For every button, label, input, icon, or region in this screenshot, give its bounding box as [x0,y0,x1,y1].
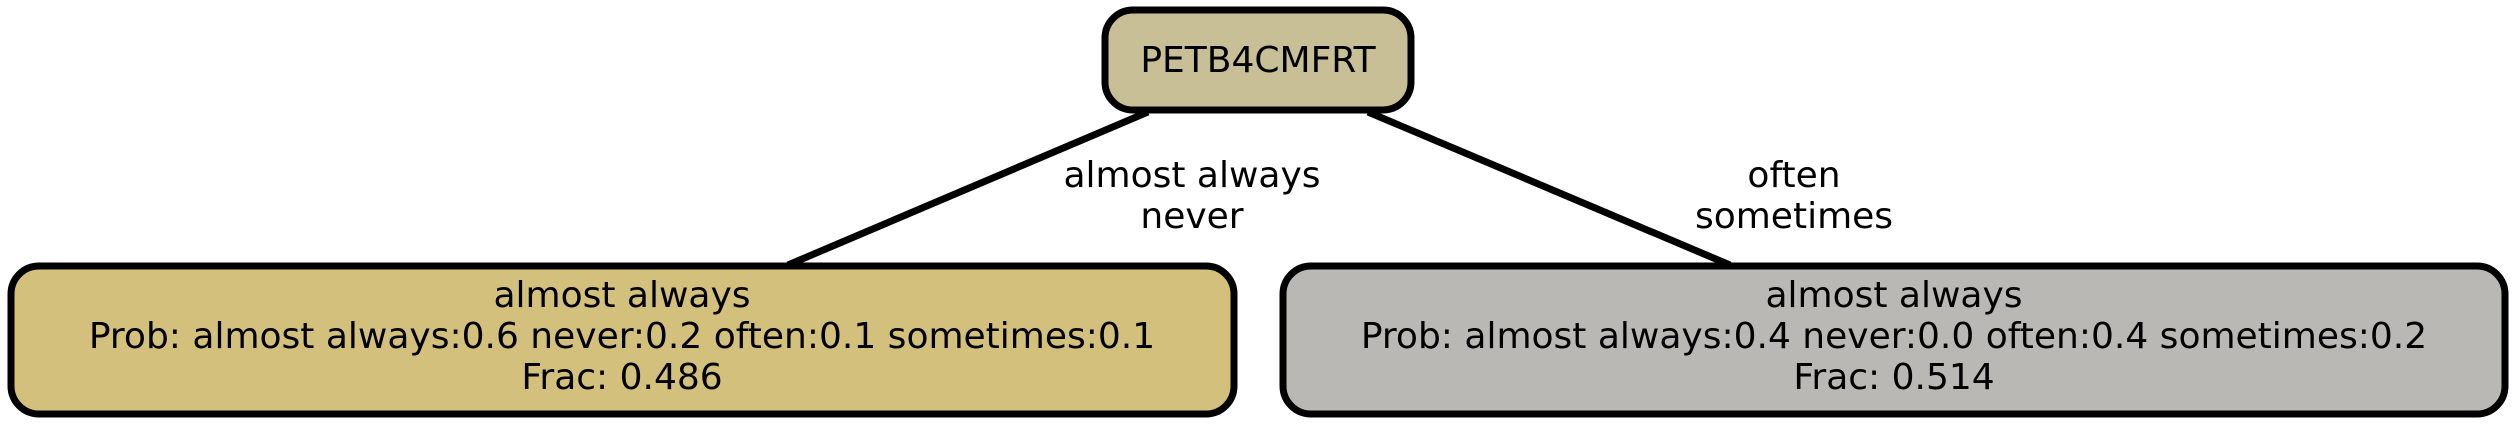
edge-label-right-line1: often [1747,155,1840,196]
left-leaf-title: almost always [493,275,750,316]
left-leaf-node-box [7,262,1238,418]
edge-root-to-right [1366,108,1732,269]
edge-label-right-line2: sometimes [1695,196,1893,237]
left-leaf-prob: Prob: almost always:0.6 never:0.2 often:… [89,316,1155,357]
left-leaf-frac: Frac: 0.486 [521,357,722,398]
right-leaf-title: almost always [1765,275,2022,316]
root-node-box [1101,6,1415,114]
right-leaf-frac: Frac: 0.514 [1793,357,1994,398]
edge-label-left-line2: never [1140,196,1243,237]
edge-root-to-left [786,108,1150,269]
edge-label-left-line1: almost always [1063,155,1320,196]
root-node-label: PETB4CMFRT [1140,40,1376,81]
right-leaf-node-box [1279,262,2509,418]
right-leaf-prob: Prob: almost always:0.4 never:0.0 often:… [1361,316,2427,357]
